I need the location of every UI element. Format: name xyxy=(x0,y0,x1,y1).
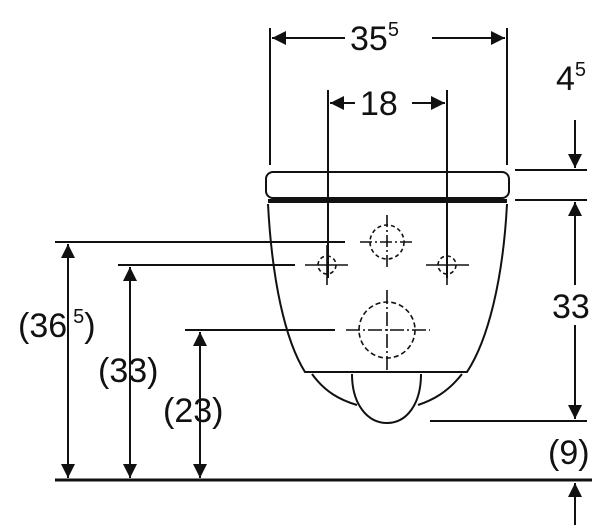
dim-label-33-left: (33) xyxy=(98,352,158,390)
wc-lid xyxy=(265,171,510,199)
dim-label-lid: 45 xyxy=(556,59,586,98)
dim-label-bowl: 33 xyxy=(552,288,590,326)
connection-holes xyxy=(305,215,469,372)
dim-label-23: (23) xyxy=(163,392,223,430)
dim-label-width: 355 xyxy=(350,19,399,58)
wc-outlet xyxy=(311,373,463,425)
dim-label-floor: (9) xyxy=(548,434,590,472)
wc-bowl xyxy=(267,203,508,373)
dim-label-18: 18 xyxy=(360,85,398,123)
